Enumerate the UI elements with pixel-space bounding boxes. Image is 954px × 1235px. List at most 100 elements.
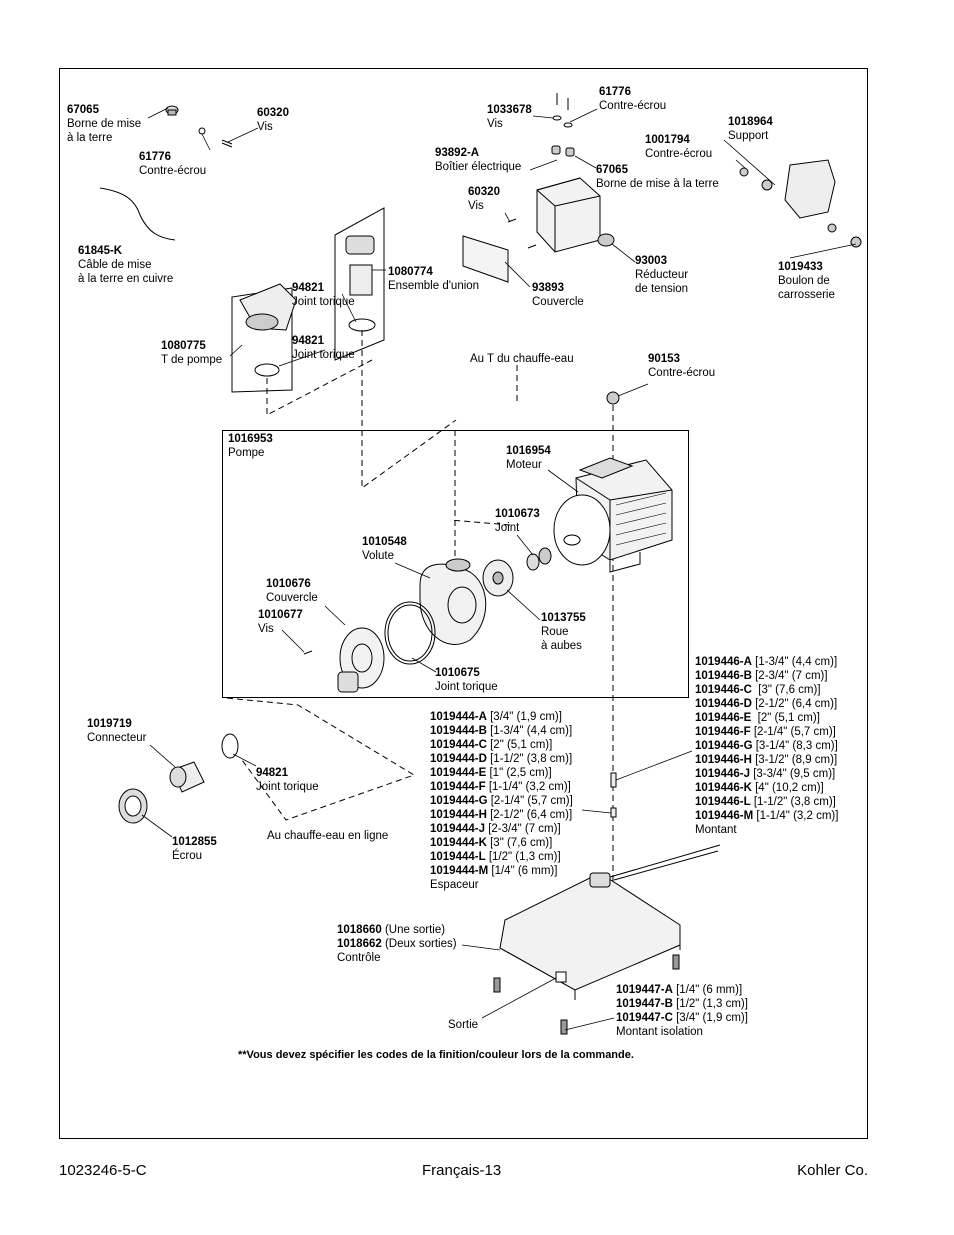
uprights-row: 1019446-J [3-3/4" (9,5 cm)] xyxy=(695,767,838,781)
spacers-row: 1019444-D [1-1/2" (3,8 cm)] xyxy=(430,752,573,766)
footer-company: Kohler Co. xyxy=(797,1162,868,1179)
isolation-upright-drawings xyxy=(493,954,680,1035)
part-code: 1019446-C xyxy=(695,684,752,696)
part-code: 1019444-K xyxy=(430,837,487,849)
spacers-row: 1019444-C [2" (5,1 cm)] xyxy=(430,738,573,752)
motor-drawing xyxy=(553,457,673,573)
control-row: 1018660 (Une sortie) xyxy=(337,923,457,937)
locknut-drawing xyxy=(198,127,206,135)
part-size: [3/4" (1,9 cm)] xyxy=(672,1012,748,1024)
o-ring-small-drawing xyxy=(221,733,239,759)
isolation-row: 1019447-C [3/4" (1,9 cm)] xyxy=(616,1011,748,1025)
part-code: 1019446-K xyxy=(695,782,752,794)
spacers-row: 1019444-K [3" (7,6 cm)] xyxy=(430,836,573,850)
part-code: 1019444-A xyxy=(430,711,487,723)
uprights-row: 1019446-B [2-3/4" (7 cm)] xyxy=(695,669,838,683)
part-size: [3-1/4" (8,3 cm)] xyxy=(752,740,838,752)
part-code: 1019446-A xyxy=(695,656,752,668)
part-code: 1019446-F xyxy=(695,726,751,738)
spacers-row: 1019444-J [2-3/4" (7 cm)] xyxy=(430,822,573,836)
part-size: [2-1/2" (6,4 cm)] xyxy=(751,698,838,710)
volute-drawing xyxy=(419,558,487,645)
pump-cover-drawing xyxy=(337,627,385,693)
spacer-drawing xyxy=(610,807,617,818)
ground-cable-drawing xyxy=(99,187,176,241)
part-size: (Une sortie) xyxy=(381,924,446,936)
part-size: [2" (5,1 cm)] xyxy=(751,712,820,724)
uprights-row: 1019446-G [3-1/4" (8,3 cm)] xyxy=(695,739,838,753)
spacers-row: 1019444-A [3/4" (1,9 cm)] xyxy=(430,710,573,724)
part-code: 1019444-C xyxy=(430,739,487,751)
part-size: [3-3/4" (9,5 cm)] xyxy=(750,768,836,780)
upright-drawing xyxy=(610,772,617,788)
part-code: 1019444-D xyxy=(430,753,487,765)
part-size: [2-3/4" (7 cm)] xyxy=(485,823,561,835)
cover-plate-drawing xyxy=(462,235,509,283)
control-box-drawing xyxy=(499,872,681,1000)
uprights-row: 1019446-C [3" (7,6 cm)] xyxy=(695,683,838,697)
uprights-row: 1019446-M [1-1/4" (3,2 cm)] xyxy=(695,809,838,823)
part-size: [2-1/4" (5,7 cm)] xyxy=(487,795,573,807)
part-size: [1/4" (6 mm)] xyxy=(488,865,558,877)
isolation-title: Montant isolation xyxy=(616,1026,703,1038)
part-size: [1/2" (1,3 cm)] xyxy=(672,998,748,1010)
part-size: [1-1/4" (3,2 cm)] xyxy=(753,810,839,822)
part-size: [2-3/4" (7 cm)] xyxy=(751,670,828,682)
spacers-title: Espaceur xyxy=(430,879,479,891)
spacers-row: 1019444-M [1/4" (6 mm)] xyxy=(430,864,573,878)
callout-inline-heater: Au chauffe-eau en ligne xyxy=(267,830,389,842)
callout-outlet: Sortie xyxy=(448,1019,479,1031)
part-code: 1019447-B xyxy=(616,998,673,1010)
part-size: [2-1/2" (6,4 cm)] xyxy=(486,809,573,821)
diagram-frame xyxy=(59,68,868,1139)
uprights-row: 1019446-K [4" (10,2 cm)] xyxy=(695,781,838,795)
uprights-row: 1019446-D [2-1/2" (6,4 cm)] xyxy=(695,697,838,711)
locknut-90153-drawing xyxy=(606,391,620,405)
footer-page: Français-13 xyxy=(422,1162,502,1179)
part-size: [1" (2,5 cm)] xyxy=(486,767,552,779)
uprights-row: 1019446-E [2" (5,1 cm)] xyxy=(695,711,838,725)
part-size: (Deux sorties) xyxy=(381,938,457,950)
part-code: 1018660 xyxy=(337,924,382,936)
strain-relief-drawing xyxy=(597,233,615,247)
part-size: [1/2" (1,3 cm)] xyxy=(485,851,561,863)
control-list: 1018660 (Une sortie)1018662 (Deux sortie… xyxy=(337,923,457,965)
isolation-upright-list: 1019447-A [1/4" (6 mm)]1019447-B [1/2" (… xyxy=(616,983,748,1039)
spacers-row: 1019444-L [1/2" (1,3 cm)] xyxy=(430,850,573,864)
spacers-row: 1019444-H [2-1/2" (6,4 cm)] xyxy=(430,808,573,822)
part-code: 1019444-G xyxy=(430,795,488,807)
callout-water-heater-tee: Au T du chauffe-eau xyxy=(470,353,574,365)
part-code: 1019444-L xyxy=(430,851,486,863)
part-code: 1019446-J xyxy=(695,768,750,780)
part-code: 1019447-C xyxy=(616,1012,673,1024)
part-size: [2" (5,1 cm)] xyxy=(486,739,553,751)
control-title: Contrôle xyxy=(337,952,381,964)
part-size: [1-1/4" (3,2 cm)] xyxy=(485,781,571,793)
part-code: 1019446-E xyxy=(695,712,752,724)
nut-drawing xyxy=(118,788,148,824)
part-size: [3" (7,6 cm)] xyxy=(751,684,821,696)
part-size: [3-1/2" (8,9 cm)] xyxy=(751,754,838,766)
spacers-row: 1019444-B [1-3/4" (4,4 cm)] xyxy=(430,724,573,738)
part-code: 1019446-M xyxy=(695,810,754,822)
part-code: 1019444-J xyxy=(430,823,485,835)
